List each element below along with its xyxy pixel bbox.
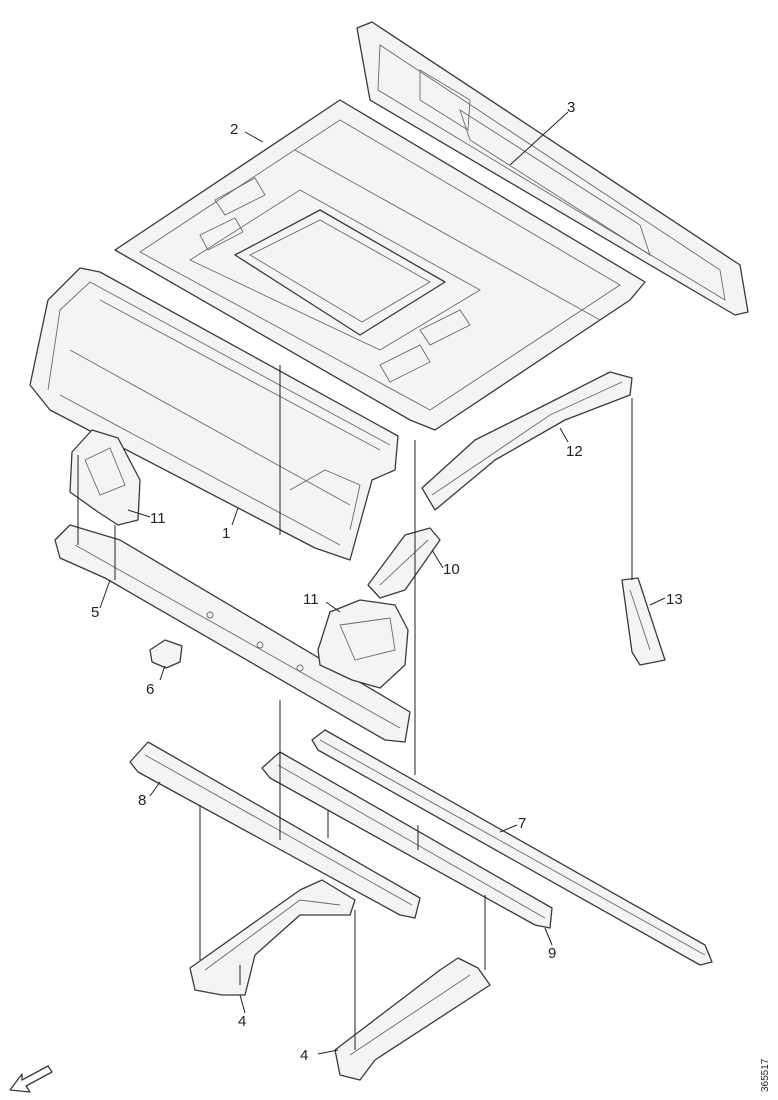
callout-labels: 2 3 1 12 11 5 6 10 11 13 7 8 9 4 4 [91,99,683,1064]
part-11-right-bracket [317,599,409,689]
callout-1: 1 [222,525,230,542]
part-10-bracket [367,527,441,599]
part-3-rear-panel [356,21,749,316]
callout-11-left: 11 [150,510,166,527]
callout-6: 6 [146,681,154,698]
part-7-side-rail [311,729,713,966]
leader-lines [99,111,666,1055]
drawing-code: 365517 [760,1058,771,1092]
callout-4-upper: 4 [238,1013,246,1030]
callout-7: 7 [518,815,526,832]
arrow-icon [9,1065,53,1093]
part-13-pillar [621,577,666,666]
part-2-roof-panel [114,99,646,431]
callout-11-right: 11 [303,591,319,608]
part-11-left-bracket [69,429,141,526]
part-5-cross-member [54,524,411,743]
part-4-upper-bracket [189,879,356,996]
callout-12: 12 [566,443,583,460]
callout-9: 9 [548,945,556,962]
callout-3: 3 [567,99,575,116]
part-4-lower-bracket [334,957,491,1081]
part-8-side-rail [129,741,421,919]
part-6-clip [149,639,183,669]
part-12-roof-bow [421,371,633,511]
callout-13: 13 [666,591,683,608]
callout-8: 8 [138,792,146,809]
part-1-front-cap [29,267,399,561]
callout-4-lower: 4 [300,1047,308,1064]
callout-2: 2 [230,121,238,138]
callout-10: 10 [443,561,460,578]
assembly-guide-lines [77,365,633,1050]
callout-5: 5 [91,604,99,621]
